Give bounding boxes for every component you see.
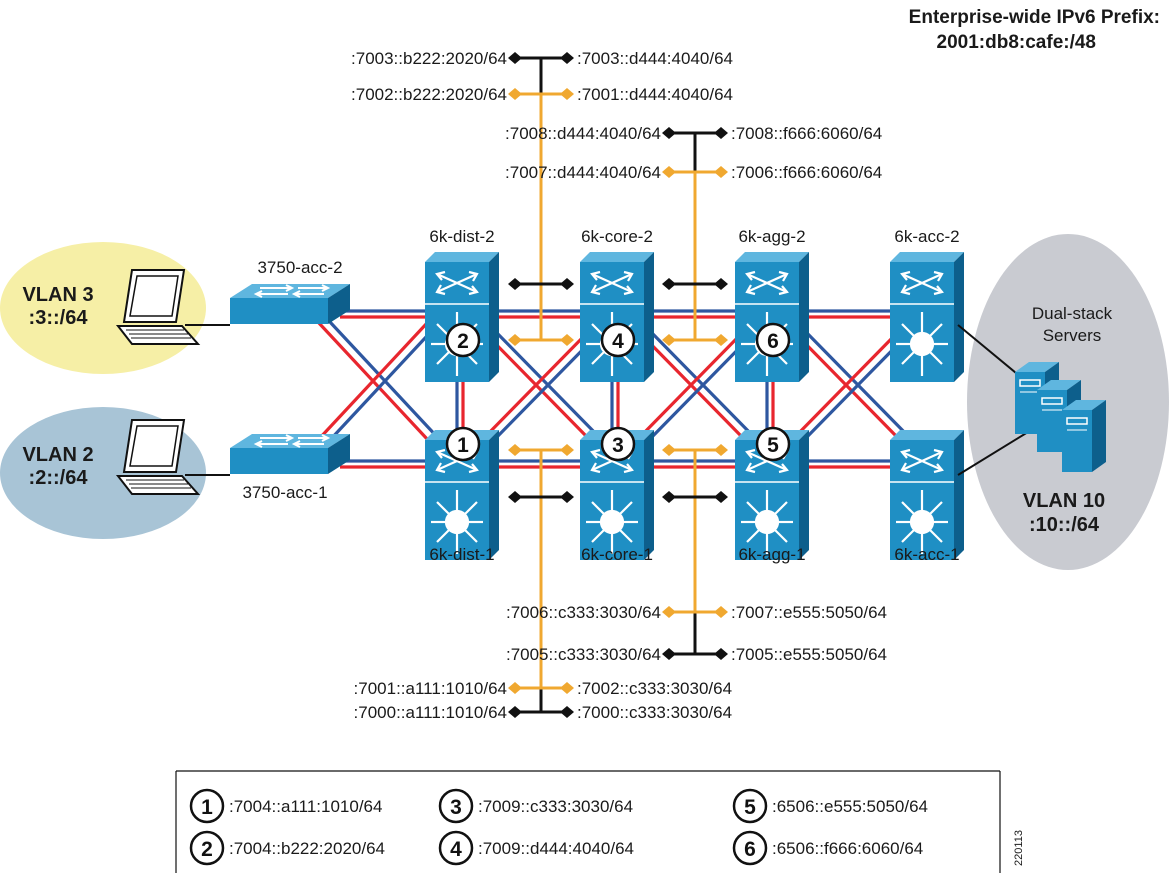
svg-text:6: 6 (767, 330, 779, 353)
legend-key-6: :6506::f666:6060/64 (772, 839, 923, 858)
vlan2-prefix: :2::/64 (29, 467, 89, 489)
vlan10-name: VLAN 10 (1023, 490, 1105, 512)
legend-marker-5: 5 (744, 796, 756, 819)
svg-text:4: 4 (612, 330, 624, 353)
addr-top-black-right: :7003::d444:4040/64 (577, 49, 733, 68)
switch-dist-2-icon (423, 250, 501, 384)
legend-key-2: :7004::b222:2020/64 (229, 839, 385, 858)
legend-key-1: :7004::a111:1010/64 (229, 797, 382, 816)
legend-marker-2: 2 (201, 838, 213, 861)
addr-bot-orange-right: :7002::c333:3030/64 (577, 679, 732, 698)
addr-low-black-left: :7005::c333:3030/64 (506, 645, 661, 664)
legend-key-5: :6506::e555:5050/64 (772, 797, 928, 816)
switch-3750-acc-1-icon (229, 433, 351, 475)
legend-marker-6: 6 (744, 838, 756, 861)
addr-mid-black-right: :7008::f666:6060/64 (731, 124, 882, 143)
marker-2: 2 (445, 322, 481, 358)
marker-6: 6 (755, 322, 791, 358)
address-lines (515, 56, 721, 714)
legend-marker-1: 1 (201, 796, 213, 819)
legend-box: 1 :7004::a111:1010/64 3 :7009::c333:3030… (175, 770, 1001, 873)
svg-text:3: 3 (612, 434, 624, 457)
label-acc-1: 6k-acc-1 (894, 545, 959, 564)
vlan3-prefix: :3::/64 (29, 307, 89, 329)
addr-low-orange-left: :7006::c333:3030/64 (506, 603, 661, 622)
label-agg-1: 6k-agg-1 (738, 545, 805, 564)
vlan3-name: VLAN 3 (22, 284, 93, 306)
marker-5: 5 (755, 426, 791, 462)
servers-label-line-2: Servers (1043, 326, 1102, 345)
marker-3: 3 (600, 426, 636, 462)
legend-key-3: :7009::c333:3030/64 (478, 797, 633, 816)
server-icon (1061, 399, 1107, 473)
vlan2-name: VLAN 2 (22, 444, 93, 466)
switch-3750-acc-2-icon (229, 283, 351, 325)
switch-agg-2-icon (733, 250, 811, 384)
label-acc-2: 6k-acc-2 (894, 227, 959, 246)
marker-1: 1 (445, 426, 481, 462)
addr-top-black-left: :7003::b222:2020/64 (351, 49, 507, 68)
label-3750-acc-2: 3750-acc-2 (257, 258, 342, 277)
addr-low-orange-right: :7007::e555:5050/64 (731, 603, 887, 622)
server-link-bottom (957, 431, 1029, 476)
addr-mid-orange-left: :7007::d444:4040/64 (505, 163, 661, 182)
label-agg-2: 6k-agg-2 (738, 227, 805, 246)
addr-top-orange-right: :7001::d444:4040/64 (577, 85, 733, 104)
marker-4: 4 (600, 322, 636, 358)
switch-acc-1-icon (888, 428, 966, 562)
vlan10-prefix: :10::/64 (1029, 514, 1100, 536)
label-core-2: 6k-core-2 (581, 227, 653, 246)
svg-text:5: 5 (767, 434, 779, 457)
addr-low-black-right: :7005::e555:5050/64 (731, 645, 887, 664)
label-dist-1: 6k-dist-1 (429, 545, 494, 564)
servers-label-line-1: Dual-stack (1032, 304, 1113, 323)
label-core-1: 6k-core-1 (581, 545, 653, 564)
title-line-1: Enterprise-wide IPv6 Prefix: (909, 7, 1160, 28)
legend-key-4: :7009::d444:4040/64 (478, 839, 634, 858)
addr-mid-black-left: :7008::d444:4040/64 (505, 124, 661, 143)
server-link-top (957, 324, 1023, 379)
addr-top-orange-left: :7002::b222:2020/64 (351, 85, 507, 104)
addr-bot-black-right: :7000::c333:3030/64 (577, 703, 732, 722)
title-line-2: 2001:db8:cafe:/48 (937, 32, 1096, 53)
switch-acc-2-icon (888, 250, 966, 384)
figure-id: 220113 (1013, 830, 1025, 866)
addr-bot-black-left: :7000::a111:1010/64 (354, 703, 507, 722)
label-3750-acc-1: 3750-acc-1 (242, 483, 327, 502)
legend-marker-3: 3 (450, 796, 462, 819)
svg-text:1: 1 (457, 434, 469, 457)
svg-text:2: 2 (457, 330, 469, 353)
label-dist-2: 6k-dist-2 (429, 227, 494, 246)
addr-mid-orange-right: :7006::f666:6060/64 (731, 163, 882, 182)
legend-marker-4: 4 (450, 838, 462, 861)
switch-core-2-icon (578, 250, 656, 384)
addr-bot-orange-left: :7001::a111:1010/64 (354, 679, 507, 698)
